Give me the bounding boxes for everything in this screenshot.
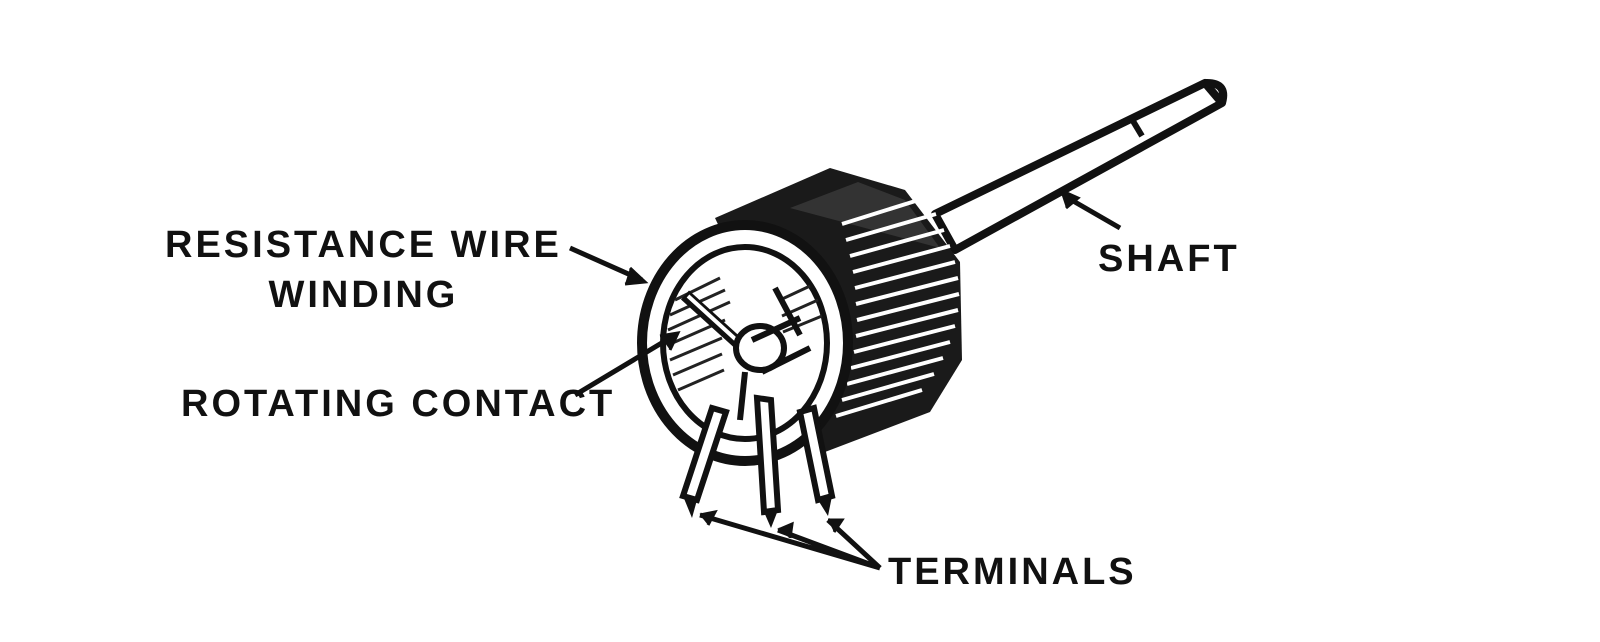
front-face (637, 220, 853, 466)
shaft-label: SHAFT (1098, 238, 1240, 280)
leader-lines (568, 188, 1122, 571)
shaft-drawing (931, 78, 1228, 254)
leader-shaft (1066, 195, 1122, 231)
resistance-wire-label-line2: WINDING (268, 274, 459, 316)
terminals-drawing (679, 394, 836, 528)
resistance-wire-label-line1: RESISTANCE WIRE (165, 224, 562, 266)
leader-terminals (699, 512, 882, 571)
rotating-contact-label: ROTATING CONTACT (181, 383, 616, 425)
resistance-wire-winding-label: RESISTANCE WIRE WINDING (165, 226, 562, 314)
terminals-label: TERMINALS (888, 551, 1137, 593)
leader-rotating-contact (573, 332, 677, 398)
